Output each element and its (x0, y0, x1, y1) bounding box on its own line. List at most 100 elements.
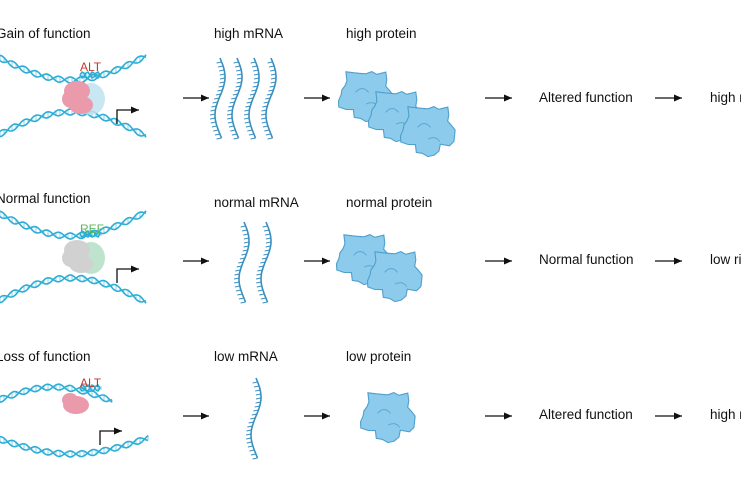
mrna-base (265, 241, 272, 244)
protein-fold (384, 268, 398, 273)
mrna-base (236, 81, 242, 84)
row-gain-mrna-strand (243, 57, 260, 140)
mrna-base (227, 109, 233, 112)
row-gain-mrna-strand (260, 57, 277, 140)
mrna-base (262, 225, 268, 228)
row-normal-variant-tag: REF (80, 222, 104, 236)
dna-strand (0, 435, 149, 458)
protein-shape (399, 105, 456, 158)
mrna-base (234, 273, 240, 276)
row-gain-regulatory-factor (62, 81, 105, 115)
dna-strand (0, 210, 147, 240)
mrna-base (256, 281, 262, 284)
row-loss-title: Loss of function (0, 349, 91, 364)
mrna-base (268, 89, 274, 92)
promoter-arrow (99, 427, 122, 445)
mrna-base (214, 97, 220, 100)
mrna-base (255, 397, 262, 400)
row-loss-mrna-strand (245, 377, 262, 460)
factor-subunit (62, 90, 80, 108)
mrna-base (228, 105, 234, 108)
mrna-base (210, 121, 216, 124)
mrna-base (251, 65, 258, 68)
mrna-base (261, 257, 267, 260)
mrna-base (228, 125, 234, 128)
mrna-base (249, 449, 255, 452)
mrna-base (230, 129, 236, 132)
dna-strand (0, 383, 113, 404)
mrna-base (219, 77, 226, 80)
mrna-base (231, 133, 238, 136)
mrna-base (235, 269, 241, 272)
mrna-base (262, 105, 268, 108)
row-normal-protein (366, 250, 423, 303)
mrna-base (244, 109, 250, 112)
mrna-base (236, 73, 242, 76)
mrna-base (245, 433, 252, 436)
mrna-base (260, 261, 266, 264)
protein-shape (359, 391, 416, 444)
dna-strand (79, 383, 101, 393)
dna-strand (0, 210, 147, 240)
row-gain-mrna-strand (226, 57, 243, 140)
row-loss-risk: high risk (710, 407, 741, 422)
mrna-base (227, 117, 233, 120)
mrna-base (255, 389, 261, 392)
protein-fold (353, 251, 367, 256)
row-normal-title: Normal function (0, 191, 91, 206)
mrna-base (231, 97, 237, 100)
mrna-base (217, 65, 224, 68)
row-normal-outcome: Normal function (539, 252, 634, 267)
mrna-base (259, 293, 265, 296)
mrna-base (254, 405, 260, 408)
mrna-base (229, 101, 235, 104)
mrna-base (256, 285, 262, 288)
mrna-base (250, 61, 256, 64)
mrna-base (263, 253, 269, 256)
mrna-base (240, 301, 246, 304)
row-normal-mrna-strand (233, 221, 250, 304)
mrna-base (243, 233, 249, 236)
mrna-base (261, 121, 267, 124)
mrna-base (215, 93, 221, 96)
mrna-base (248, 97, 254, 100)
mrna-base (236, 69, 242, 72)
mrna-base (263, 229, 270, 232)
mrna-base (252, 457, 258, 460)
mrna-base (260, 113, 267, 116)
mrna-base (246, 429, 252, 432)
mrna-base (264, 249, 270, 252)
row-normal-regulatory-factor (62, 240, 105, 274)
mrna-base (246, 101, 252, 104)
mrna-base (270, 81, 276, 84)
mrna-base (240, 225, 246, 228)
mrna-base (252, 85, 258, 88)
mrna-base (267, 61, 273, 64)
mrna-base (242, 249, 248, 252)
row-loss-protein (359, 391, 416, 444)
protein-fold (355, 88, 369, 93)
mrna-base (218, 85, 224, 88)
mrna-base (270, 77, 277, 80)
mrna-base (241, 253, 247, 256)
mrna-base (244, 117, 250, 120)
mrna-base (232, 93, 238, 96)
mrna-base (250, 137, 256, 140)
mrna-base (246, 437, 252, 440)
mrna-base (227, 121, 233, 124)
mrna-base (258, 265, 264, 268)
protein-fold (427, 137, 441, 142)
mrna-base (255, 401, 261, 404)
mrna-base (246, 441, 252, 444)
mrna-base (253, 81, 259, 84)
row-normal-risk: low risk (710, 252, 741, 267)
mrna-base (252, 381, 258, 384)
mrna-base (257, 269, 263, 272)
mrna-base (269, 85, 275, 88)
mrna-base (267, 137, 273, 140)
mrna-base (233, 277, 240, 280)
dna-strand (79, 70, 101, 80)
mrna-base (247, 445, 253, 448)
mrna-base (265, 245, 271, 248)
